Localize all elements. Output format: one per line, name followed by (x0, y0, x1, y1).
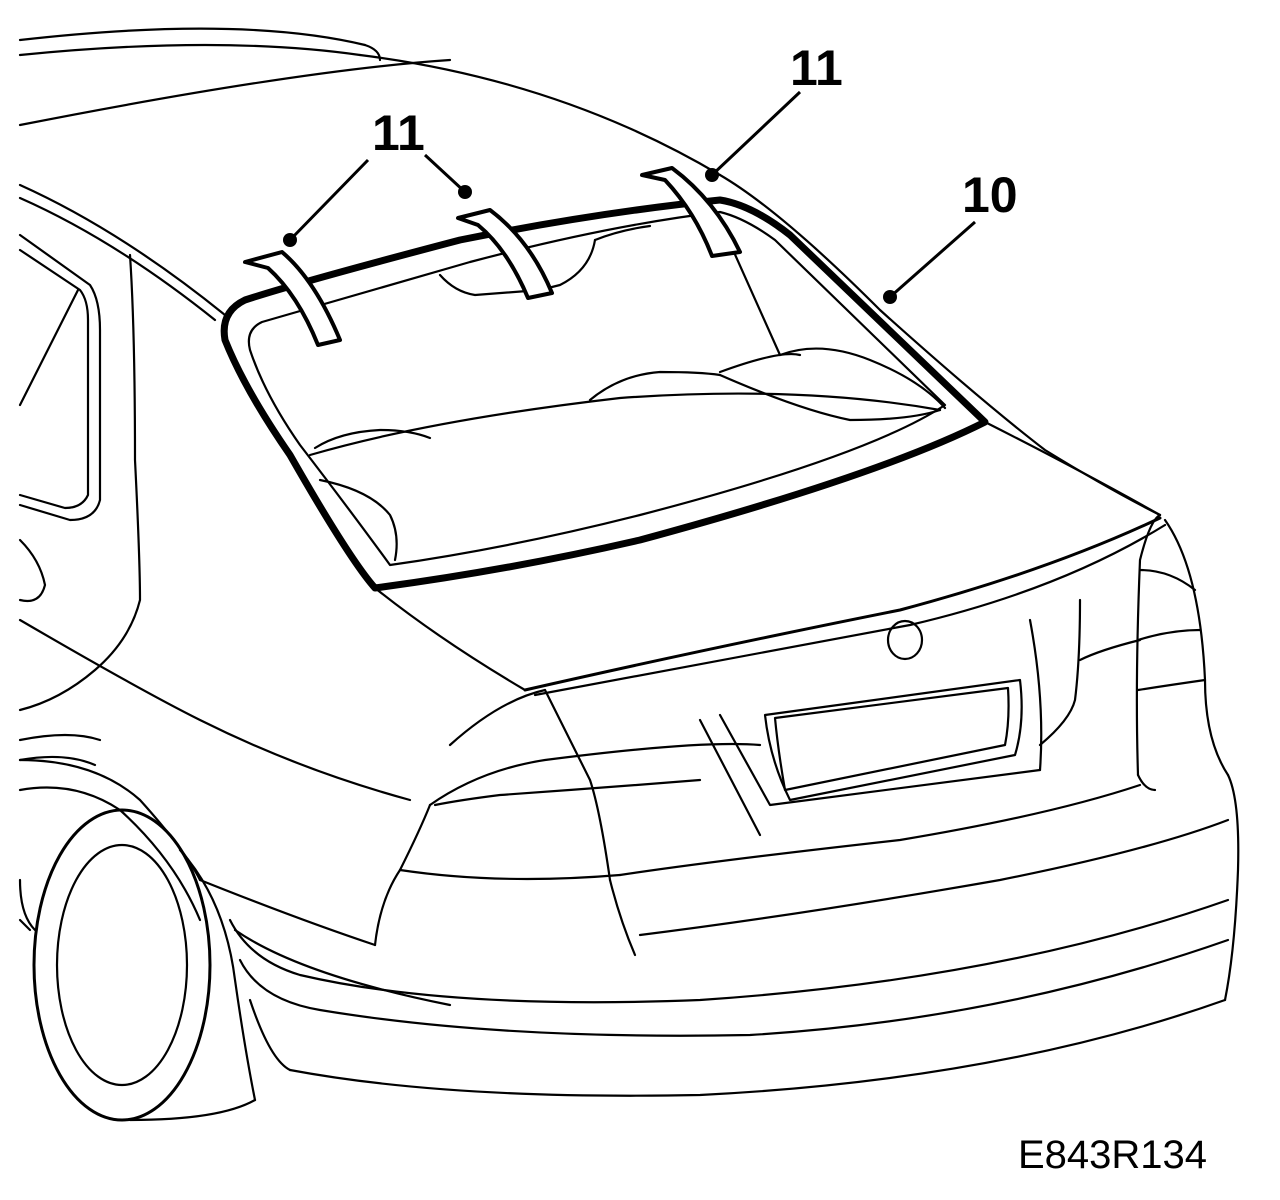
tape-strip-left (243, 250, 342, 347)
callout-label-11-left: 11 (372, 105, 425, 161)
license-plate (763, 678, 1023, 802)
car-roof (18, 27, 722, 322)
rear-bumper (198, 773, 1240, 1097)
rear-panel (398, 568, 1230, 957)
body-side (18, 253, 412, 802)
tape-strip-middle (456, 208, 554, 300)
callout-leaders (283, 90, 976, 304)
trunk-lid (373, 173, 1230, 777)
side-window (18, 233, 102, 603)
rear-wheel (18, 758, 257, 1122)
trunk-emblem (886, 619, 924, 661)
callout-label-10: 10 (962, 167, 1018, 223)
tape-strip-right (640, 166, 742, 258)
figure-code: E843R134 (1018, 1133, 1207, 1177)
rear-window (220, 196, 989, 592)
callout-label-11-right: 11 (790, 40, 843, 96)
tape-strips (243, 166, 742, 347)
